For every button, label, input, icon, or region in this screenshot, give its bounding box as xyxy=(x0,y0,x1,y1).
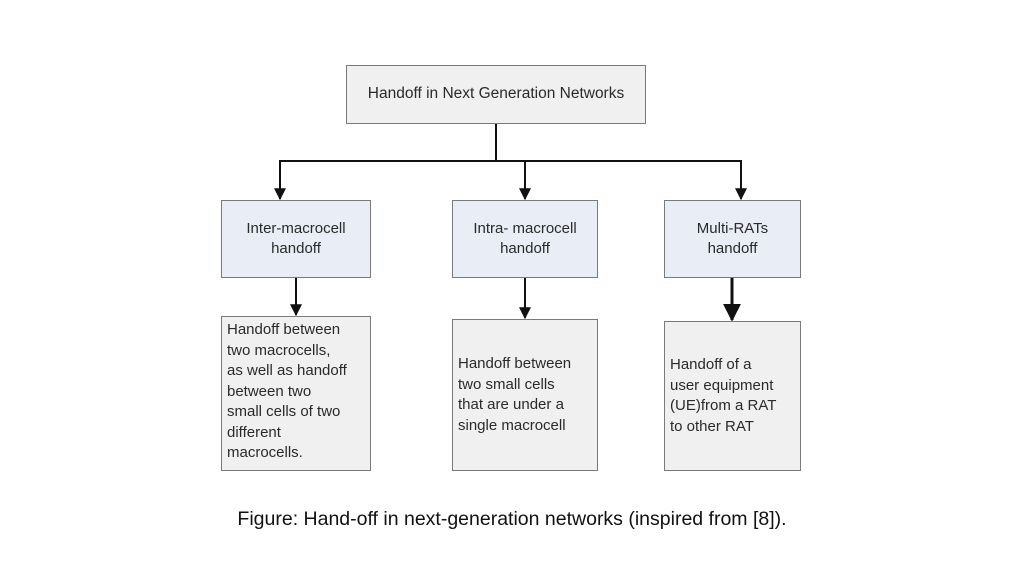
root-node: Handoff in Next Generation Networks xyxy=(346,65,646,124)
figure-caption: Figure: Hand-off in next-generation netw… xyxy=(237,508,787,530)
root-node-label: Handoff in Next Generation Networks xyxy=(367,85,625,103)
intra-macrocell-description: Handoff between two small cells that are… xyxy=(458,355,572,434)
inter-macrocell-node: Inter-macrocell handoff xyxy=(221,200,371,278)
intra-macrocell-node: Intra- macrocell handoff xyxy=(452,200,598,278)
inter-macrocell-description: Handoff between two macrocells, as well … xyxy=(227,321,347,461)
multi-rats-node: Multi-RATs handoff xyxy=(664,200,801,278)
multi-rats-description: Handoff of a user equipment (UE)from a R… xyxy=(670,356,777,435)
intra-macrocell-description-node: Handoff between two small cells that are… xyxy=(452,319,598,471)
inter-macrocell-label: Inter-macrocell handoff xyxy=(246,219,346,258)
intra-macrocell-label: Intra- macrocell handoff xyxy=(473,219,577,258)
multi-rats-label: Multi-RATs handoff xyxy=(696,219,769,258)
inter-macrocell-description-node: Handoff between two macrocells, as well … xyxy=(221,316,371,471)
multi-rats-description-node: Handoff of a user equipment (UE)from a R… xyxy=(664,321,801,471)
